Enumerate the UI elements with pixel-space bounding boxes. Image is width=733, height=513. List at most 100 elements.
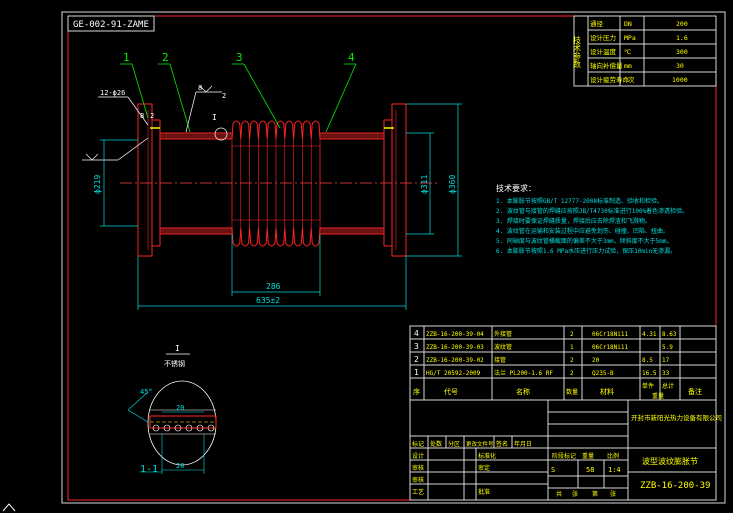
bom-cell-material: 06Cr18Ni11 <box>592 331 629 338</box>
title-block-text: 开封市新阳光热力设备有限公司 波型波纹膨胀节 ZZB-16-200-39 标记 … <box>412 413 722 498</box>
role-approve: 审定 <box>478 464 490 472</box>
company-name: 开封市新阳光热力设备有限公司 <box>631 413 722 422</box>
spec-unit-5: 次 <box>628 75 635 84</box>
note-line-4: 4. 波纹管在运输和安装过程中应避免划伤、碰撞、凹陷、扭曲。 <box>496 227 669 235</box>
bom-cell-no: 2 <box>414 355 419 364</box>
spec-name-5: 设计疲劳寿命 <box>590 75 630 84</box>
bom-header-unit-weight: 单件 <box>642 382 654 390</box>
role-process: 工艺 <box>412 488 424 496</box>
bom-cell-name: 法兰 PL200-1.6 RF <box>494 369 553 377</box>
bom-cell-w1: 8.5 <box>642 357 653 364</box>
detail-wave <box>207 424 215 432</box>
bom-header-code: 代号 <box>444 387 458 396</box>
bom-cell-code: ZZB-16-200-39-02 <box>426 357 484 364</box>
dim-left-height: ϕ219 <box>93 175 102 194</box>
outer-frame <box>61 11 726 504</box>
rev-header-sign: 签名 <box>496 440 508 448</box>
bom-cell-w2: 33 <box>662 370 670 377</box>
spec-value-3: 300 <box>676 48 688 56</box>
detail-title: I <box>175 344 180 353</box>
detail-wave <box>185 424 193 432</box>
bom-header: 序 代号 名称 数量 材料 单件 总计 重量 备注 <box>413 382 702 400</box>
bom-cell-w1: 16.5 <box>642 370 657 377</box>
bom-header-material: 材料 <box>600 387 614 396</box>
weld-label-8a: 8 <box>140 112 144 120</box>
note-line-1: 1. 本膨胀节按照GB/T 12777-2008标准制造、验收和检验。 <box>496 197 663 205</box>
weld-label-8b: 8 <box>198 84 202 92</box>
spec-side-label: 技术参数 <box>573 35 582 69</box>
technical-notes: 技术要求： 1. 本膨胀节按照GB/T 12777-2008标准制造、验收和检验… <box>496 183 688 255</box>
bellows-bottom-profile <box>231 227 321 247</box>
bom-cell-code: HG/T 20592-2009 <box>426 370 481 377</box>
sheet-no-prefix: 第 <box>592 490 598 498</box>
stage-letter: S <box>551 466 555 474</box>
bom-cell-code: ZZB-16-200-39-03 <box>426 344 484 351</box>
role-authorize: 批准 <box>478 488 490 496</box>
bom-cell-name: 外接管 <box>494 330 512 338</box>
bom-cell-material: 06Cr18Ni11 <box>592 344 629 351</box>
bom-header-remark: 备注 <box>688 387 702 396</box>
rev-header-date: 年月日 <box>514 440 532 448</box>
spec-unit-2: MPa <box>624 34 636 42</box>
note-line-3: 3. 焊接时要保证焊缝质量，焊接后应去除焊渣和飞溅物。 <box>496 217 651 225</box>
callout-1: 1 <box>123 51 130 64</box>
bom-cell-name: 接管 <box>494 356 506 364</box>
detail-wave <box>196 424 204 432</box>
detail-dim-top: 20 <box>176 404 184 412</box>
bom-cell-material: Q235-B <box>592 370 614 377</box>
scale-label: 比例 <box>607 452 619 460</box>
detail-dim-bottom: 20 <box>176 462 184 470</box>
bom-cell-no: 3 <box>414 342 419 351</box>
weight-label: 重量 <box>582 452 594 460</box>
spec-unit-4: mm <box>624 62 632 70</box>
spec-name-2: 设计压力 <box>590 33 616 42</box>
sheet-total-suffix: 张 <box>572 490 578 498</box>
bom-cell-qty: 2 <box>570 331 574 338</box>
dim-outer-dia: ϕ360 <box>448 175 457 194</box>
bom-cell-qty: 2 <box>570 357 574 364</box>
bom-cell-w1: 4.31 <box>642 331 657 338</box>
spec-unit-3: ℃ <box>624 48 632 56</box>
bom-table <box>409 325 717 401</box>
bom-cell-qty: 2 <box>570 370 574 377</box>
notes-title: 技术要求： <box>496 183 536 193</box>
drawing-number: ZZB-16-200-39 <box>640 481 710 491</box>
detail-wave <box>152 424 160 432</box>
bom-header-no: 序 <box>413 387 420 396</box>
sheet-no-suffix: 张 <box>610 490 616 498</box>
callout-2: 2 <box>162 51 169 64</box>
role-design: 设计 <box>412 452 424 460</box>
stage-label: 阶段标记 <box>552 452 576 460</box>
bom-cell-material: 20 <box>592 357 600 364</box>
title-block <box>409 399 717 501</box>
sheet-total-prefix: 共 <box>556 490 562 498</box>
detail-angle: 45° <box>140 388 153 396</box>
cursor-arrow-icon <box>2 503 16 512</box>
spec-value-1: 200 <box>676 20 688 28</box>
callout-3: 3 <box>236 51 243 64</box>
bom-header-name: 名称 <box>516 387 530 396</box>
note-line-6: 6. 本膨胀节按照1.6 MPa水压进行压力试验，保压10min无渗漏。 <box>496 247 676 255</box>
dimension-lines <box>100 103 462 310</box>
right-flange <box>391 103 407 257</box>
bellows-top-profile <box>231 120 321 140</box>
role-review: 审核 <box>412 476 424 484</box>
role-check: 审核 <box>412 464 424 472</box>
bom-cell-w2: 8.63 <box>662 331 677 338</box>
spec-name-3: 设计温度 <box>590 47 617 56</box>
stamp-box <box>67 15 155 32</box>
bom-cell-name: 波纹管 <box>494 343 512 351</box>
bom-cell-no: 1 <box>414 368 419 377</box>
note-line-2: 2. 波纹管与接管的焊缝应按照JB/T4730标准进行100%着色渗透检验。 <box>496 207 688 215</box>
detail-marker-label: I <box>212 113 217 122</box>
scale-value: 1:4 <box>608 466 621 474</box>
rev-header-count: 处数 <box>430 440 442 448</box>
weight-value: 58 <box>586 466 594 474</box>
detail-wave <box>163 424 171 432</box>
spec-name-1: 通径 <box>590 19 604 28</box>
rev-header-zone: 分区 <box>448 440 460 448</box>
spec-value-4: 30 <box>676 62 684 70</box>
detail-subtitle: 不锈钢 <box>164 359 185 368</box>
